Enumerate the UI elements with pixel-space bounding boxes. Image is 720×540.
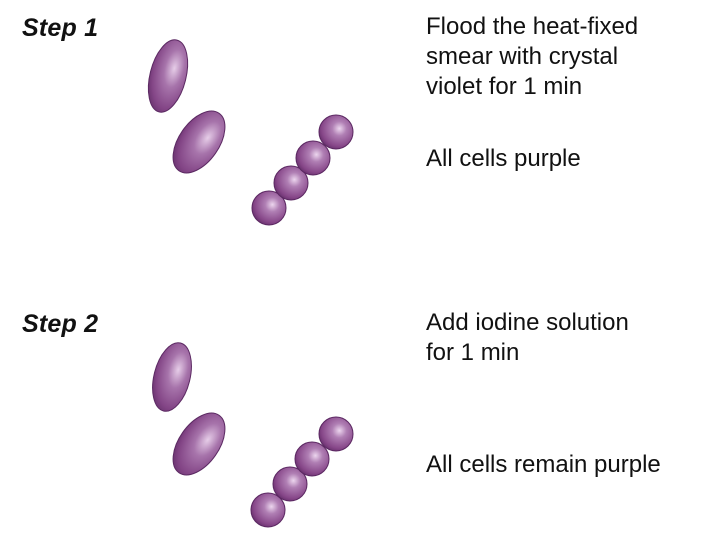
step-2-label: Step 2 — [22, 310, 99, 338]
bacillus-icon — [172, 412, 226, 476]
bacillus-icon — [172, 110, 226, 174]
step-2-cells — [152, 342, 354, 528]
step-1-result: All cells purple — [426, 145, 581, 172]
step-1-cells — [147, 39, 354, 226]
step-1-instruction: Flood the heat-fixed smear with crystal … — [426, 13, 639, 100]
step-2-result: All cells remain purple — [426, 451, 661, 478]
step-1-label: Step 1 — [22, 14, 99, 42]
step-2-instruction: Add iodine solution for 1 min — [426, 309, 629, 366]
bacillus-icon — [147, 39, 189, 113]
bacillus-icon — [152, 342, 192, 412]
coccus-chain-icon — [250, 416, 354, 528]
coccus-chain-icon — [251, 114, 354, 226]
